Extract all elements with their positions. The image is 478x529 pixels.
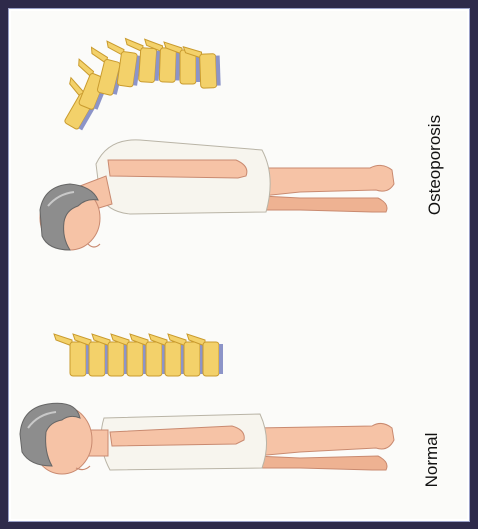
osteoporosis-leg-back xyxy=(262,196,387,212)
label-normal: Normal xyxy=(422,420,442,500)
osteoporosis-legs xyxy=(262,165,394,196)
normal-figure xyxy=(20,403,394,474)
normal-legs xyxy=(255,423,394,456)
osteoporosis-arm xyxy=(108,160,247,178)
label-osteoporosis: Osteoporosis xyxy=(425,100,445,230)
osteoporosis-mouth xyxy=(88,244,100,247)
osteoporosis-figure xyxy=(40,140,394,250)
normal-disc-7 xyxy=(219,344,223,374)
normal-leg-back xyxy=(255,456,387,470)
normal-spine xyxy=(54,334,223,376)
osteoporosis-spine xyxy=(50,39,221,133)
